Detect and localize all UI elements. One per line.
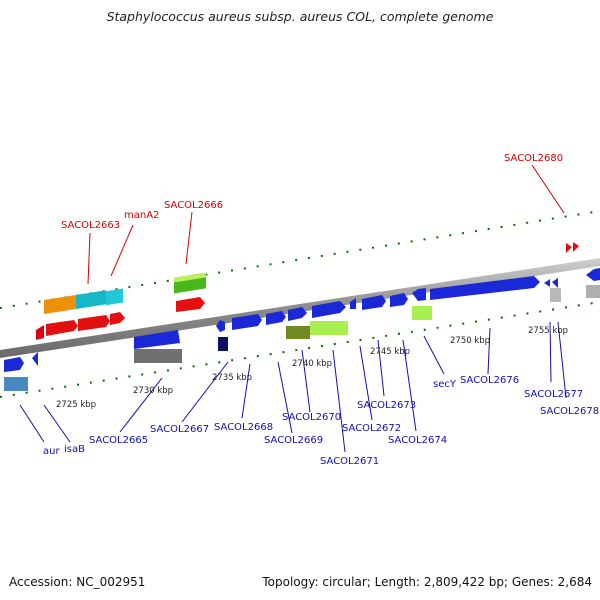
- label-sacol2670: SACOL2670: [282, 412, 341, 423]
- blue-gene-arrow-j: [430, 276, 540, 300]
- tick-2755: 2755 kbp: [528, 326, 568, 336]
- label-sacol2674: SACOL2674: [388, 435, 447, 446]
- label-sacol2672: SACOL2672: [342, 423, 401, 434]
- gene-box-navy: [218, 337, 228, 351]
- blue-gene-arrow-c: [266, 311, 286, 325]
- label-sacol2666: SACOL2666: [164, 200, 223, 211]
- red-gene-labels: SACOL2663 manA2 SACOL2666 SACOL2680: [61, 153, 563, 231]
- tick-2730: 2730 kbp: [133, 386, 173, 396]
- blue-gene-labels: aur isaB SACOL2665 SACOL2667 SACOL2668 S…: [43, 375, 599, 467]
- label-mana2: manA2: [124, 210, 159, 221]
- label-sacol2669: SACOL2669: [264, 435, 323, 446]
- gene-box-dark-grey: [134, 349, 182, 363]
- label-sacol2678: SACOL2678: [540, 406, 599, 417]
- blue-gene-arrow-left: [4, 357, 24, 372]
- blue-gene-arrow-a: [232, 314, 262, 330]
- gene-box-orange: [44, 294, 76, 315]
- blue-gene-arrow-k: [544, 279, 550, 287]
- map-title: Staphylococcus aureus subsp. aureus COL,…: [106, 9, 494, 24]
- label-aur: aur: [43, 446, 60, 457]
- tick-2740: 2740 kbp: [292, 359, 332, 369]
- blue-gene-arrow-b: [216, 320, 225, 332]
- gene-box-grey-right: [586, 285, 600, 298]
- red-gene-arrow-2: [46, 320, 78, 336]
- blue-gene-arrow-f: [350, 298, 356, 309]
- label-sacol2676: SACOL2676: [460, 375, 519, 386]
- blue-gene-arrow-h: [390, 293, 408, 307]
- red-gene-arrow-5: [176, 297, 205, 312]
- label-secy: secY: [433, 379, 457, 390]
- label-sacol2677: SACOL2677: [524, 389, 583, 400]
- label-sacol2680: SACOL2680: [504, 153, 563, 164]
- label-sacol2667: SACOL2667: [150, 424, 209, 435]
- gene-box-cyan: [76, 290, 106, 309]
- blue-gene-arrow-mid: [134, 330, 180, 349]
- label-sacol2665: SACOL2665: [89, 435, 148, 446]
- blue-gene-arrow-l: [552, 278, 558, 288]
- label-sacol2673: SACOL2673: [357, 400, 416, 411]
- forward-genes: [4, 242, 600, 391]
- blue-gene-arrow-m: [586, 268, 600, 281]
- tick-2725: 2725 kbp: [56, 400, 96, 410]
- blue-gene-arrow-left-2: [32, 352, 38, 366]
- blue-gene-arrow-d: [288, 307, 307, 321]
- red-gene-arrow-4: [110, 312, 125, 325]
- kbp-tick-labels: 2725 kbp 2730 kbp 2735 kbp 2740 kbp 2745…: [56, 326, 568, 410]
- accession-text: Accession: NC_002951: [9, 575, 146, 589]
- tick-2750: 2750 kbp: [450, 336, 490, 346]
- blue-gene-arrow-g: [362, 295, 386, 310]
- blue-gene-arrow-e: [312, 301, 346, 318]
- gene-box-lime-2: [310, 321, 348, 335]
- tick-2735: 2735 kbp: [212, 373, 252, 383]
- gene-box-olive: [286, 326, 310, 339]
- label-pointers: [19, 164, 567, 453]
- blue-gene-arrow-i: [412, 288, 426, 301]
- gene-box-cyan-2: [106, 288, 123, 306]
- label-sacol2671: SACOL2671: [320, 456, 379, 467]
- topology-text: Topology: circular; Length: 2,809,422 bp…: [262, 575, 592, 589]
- red-gene-arrow-3: [78, 315, 110, 331]
- gene-box-lime-3: [412, 306, 432, 320]
- label-isab: isaB: [64, 444, 85, 455]
- tick-2745: 2745 kbp: [370, 347, 410, 357]
- red-marker-1: [566, 243, 572, 253]
- gene-box-lime: [174, 272, 206, 283]
- label-sacol2668: SACOL2668: [214, 422, 273, 433]
- gene-box-grey-small: [550, 288, 561, 302]
- red-gene-arrow-1: [36, 325, 44, 340]
- label-sacol2663: SACOL2663: [61, 220, 120, 231]
- red-marker-2: [573, 242, 579, 252]
- gene-box-steel: [4, 377, 28, 391]
